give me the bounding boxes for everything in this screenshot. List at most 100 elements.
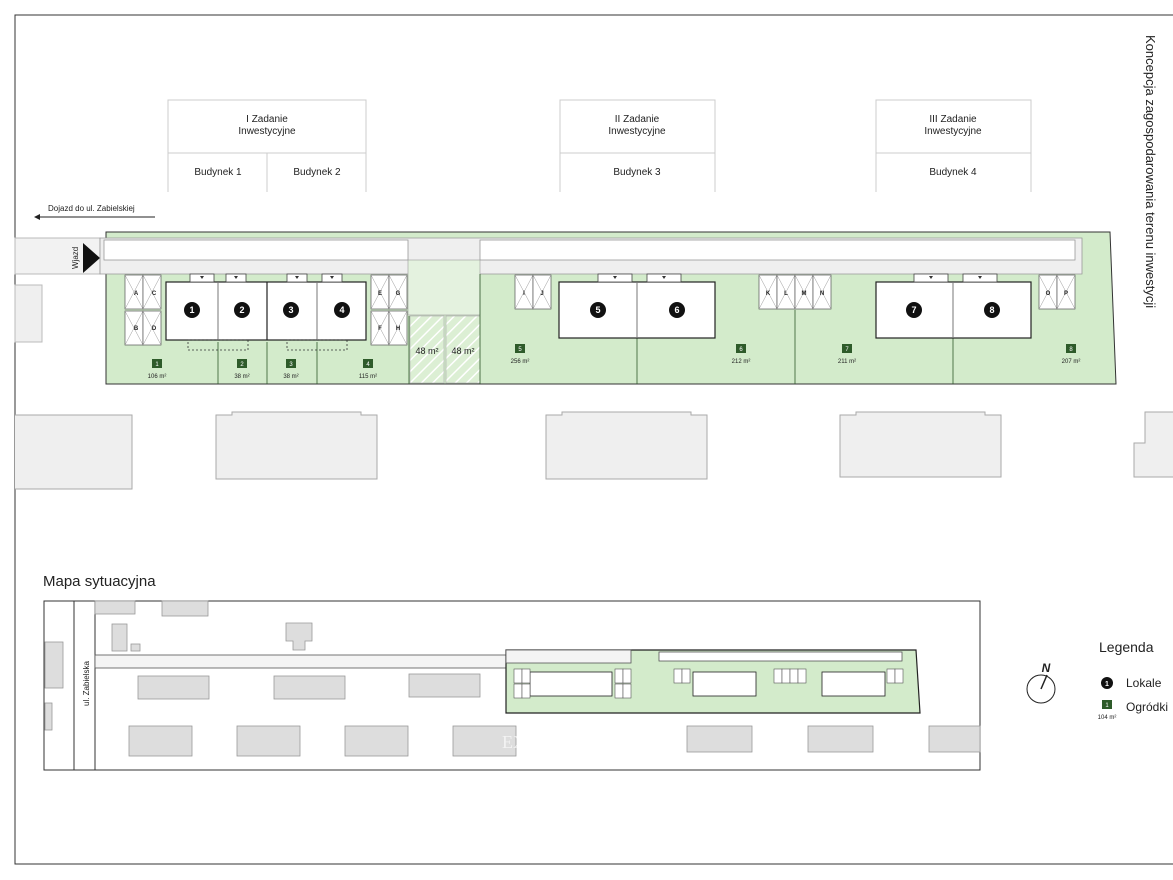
garden-number-6: 6 xyxy=(739,347,743,353)
garden-area-4: 115 m² xyxy=(359,374,377,380)
unit-number-5: 5 xyxy=(595,305,600,315)
garden-area-5: 256 m² xyxy=(511,359,530,365)
phase-3-title-1: III Zadanie xyxy=(929,114,977,125)
storage-units xyxy=(124,274,1076,346)
legend-units-label: Lokale xyxy=(1126,676,1162,690)
hatched-area-2-label: 48 m² xyxy=(451,346,474,356)
phase-2-title-1: II Zadanie xyxy=(615,114,660,125)
storage-label-k: K xyxy=(766,291,771,297)
access-road-label: Dojazd do ul. Zabielskiej xyxy=(48,204,135,213)
mini-storage-cell-9 xyxy=(673,668,683,684)
storage-label-i: I xyxy=(523,291,525,297)
neighbor-buildings xyxy=(15,411,1173,490)
access-road-arrow: Dojazd do ul. Zabielskiej xyxy=(34,204,155,220)
unit-number-1: 1 xyxy=(189,305,194,315)
building-3-label: Budynek 3 xyxy=(613,167,661,178)
unit-number-8: 8 xyxy=(989,305,994,315)
garden-number-4: 4 xyxy=(366,362,370,368)
legend-garden-icon xyxy=(1102,700,1112,709)
storage-label-a: A xyxy=(134,291,139,297)
unit-badge-7 xyxy=(906,302,922,318)
unit-badge-3 xyxy=(283,302,299,318)
storage-label-b: B xyxy=(134,326,139,332)
garden-area-3: 38 m² xyxy=(283,374,298,380)
garden-badges: 1 106 m² 2 38 m² 3 38 m² 4 115 m² 5 256 … xyxy=(148,344,1081,380)
storage-label-n: N xyxy=(820,291,824,297)
mini-storage-cell-8 xyxy=(622,683,632,699)
parking-green xyxy=(407,259,481,316)
unit-badges: 1 2 3 4 5 6 7 8 xyxy=(184,302,1000,318)
north-compass-icon: N xyxy=(1026,661,1056,704)
hatched-area-1 xyxy=(409,315,445,384)
garden-number-8: 8 xyxy=(1069,347,1073,353)
situational-map: ul. Zabielska xyxy=(43,600,981,771)
phase-1-title-1: I Zadanie xyxy=(246,114,288,125)
garden-area-6: 212 m² xyxy=(732,359,751,365)
building-3 xyxy=(558,281,716,339)
unit-badge-1 xyxy=(184,302,200,318)
hatched-area-1-label: 48 m² xyxy=(415,346,438,356)
phase-1-title-2: Inwestycyjne xyxy=(238,126,296,137)
legend-gardens-label: Ogródki xyxy=(1126,700,1168,714)
situational-map-title: Mapa sytuacyjna xyxy=(43,573,156,590)
garden-number-1: 1 xyxy=(155,362,159,368)
entrance-arrow-icon xyxy=(83,243,100,273)
garden-area-8: 207 m² xyxy=(1062,359,1081,365)
unit-badge-8 xyxy=(984,302,1000,318)
storage-cell-15 xyxy=(1038,274,1058,310)
storage-cell-14 xyxy=(812,274,832,310)
storage-cell-6 xyxy=(370,310,390,346)
building-4 xyxy=(875,281,1032,339)
mini-storage-cell-10 xyxy=(681,668,691,684)
storage-cell-10 xyxy=(532,274,552,310)
unit-badge-4 xyxy=(334,302,350,318)
unit-number-6: 6 xyxy=(674,305,679,315)
storage-label-c: C xyxy=(152,291,157,297)
garden-number-2: 2 xyxy=(240,362,244,368)
garden-area-7: 211 m² xyxy=(838,359,856,365)
neighbor-building-left xyxy=(14,284,43,343)
garden-number-5: 5 xyxy=(518,347,522,353)
legend-garden-sample-number: 1 xyxy=(1105,703,1109,709)
storage-cell-13 xyxy=(794,274,814,310)
garden-area-1: 106 m² xyxy=(148,374,167,380)
entry-marker-arrows xyxy=(200,276,982,279)
storage-label-e: E xyxy=(378,291,382,297)
unit-number-7: 7 xyxy=(911,305,916,315)
mini-storage-cell-15 xyxy=(886,668,896,684)
storage-cell-2 xyxy=(124,310,144,346)
garden-number-3: 3 xyxy=(289,362,293,368)
phase-header-3: III Zadanie Inwestycyjne Budynek 4 xyxy=(875,99,1032,192)
phase-header-1: I Zadanie Inwestycyjne Budynek 1 Budynek… xyxy=(167,99,367,192)
mini-storage-cell-16 xyxy=(894,668,904,684)
storage-label-j: J xyxy=(540,291,543,297)
legend-unit-icon xyxy=(1101,677,1113,689)
mini-storage-cell-13 xyxy=(789,668,799,684)
storage-label-l: L xyxy=(784,291,788,297)
entrance-label: Wjazd xyxy=(71,247,80,269)
storage-label-d: D xyxy=(152,326,157,332)
drawing-title: Koncepcja zagospodarowania terenu inwest… xyxy=(1143,35,1158,308)
storage-cell-8 xyxy=(388,310,408,346)
phase-header-2: II Zadanie Inwestycyjne Budynek 3 xyxy=(559,99,716,192)
mini-storage-cell-11 xyxy=(773,668,783,684)
north-label: N xyxy=(1042,661,1051,675)
mini-storage-cell-4 xyxy=(521,683,531,699)
mini-storage-cell-5 xyxy=(614,668,624,684)
legend-title: Legenda xyxy=(1099,639,1154,655)
mini-storage-cell-3 xyxy=(521,668,531,684)
storage-letters: A B C D E F G H I J K L M N O P xyxy=(134,291,1068,332)
building-2-label: Budynek 2 xyxy=(293,167,341,178)
storage-label-g: G xyxy=(396,291,401,297)
storage-cell-12 xyxy=(776,274,796,310)
mini-storage-cell-7 xyxy=(622,668,632,684)
storage-cell-7 xyxy=(388,274,408,310)
storage-label-p: P xyxy=(1064,291,1068,297)
mini-storage-cell-12 xyxy=(781,668,791,684)
legend: Legenda 1 Lokale 1 104 m² Ogródki xyxy=(1098,639,1168,721)
garden-number-7: 7 xyxy=(845,347,849,353)
storage-cell-9 xyxy=(514,274,534,310)
phase-3-title-2: Inwestycyjne xyxy=(924,126,982,137)
